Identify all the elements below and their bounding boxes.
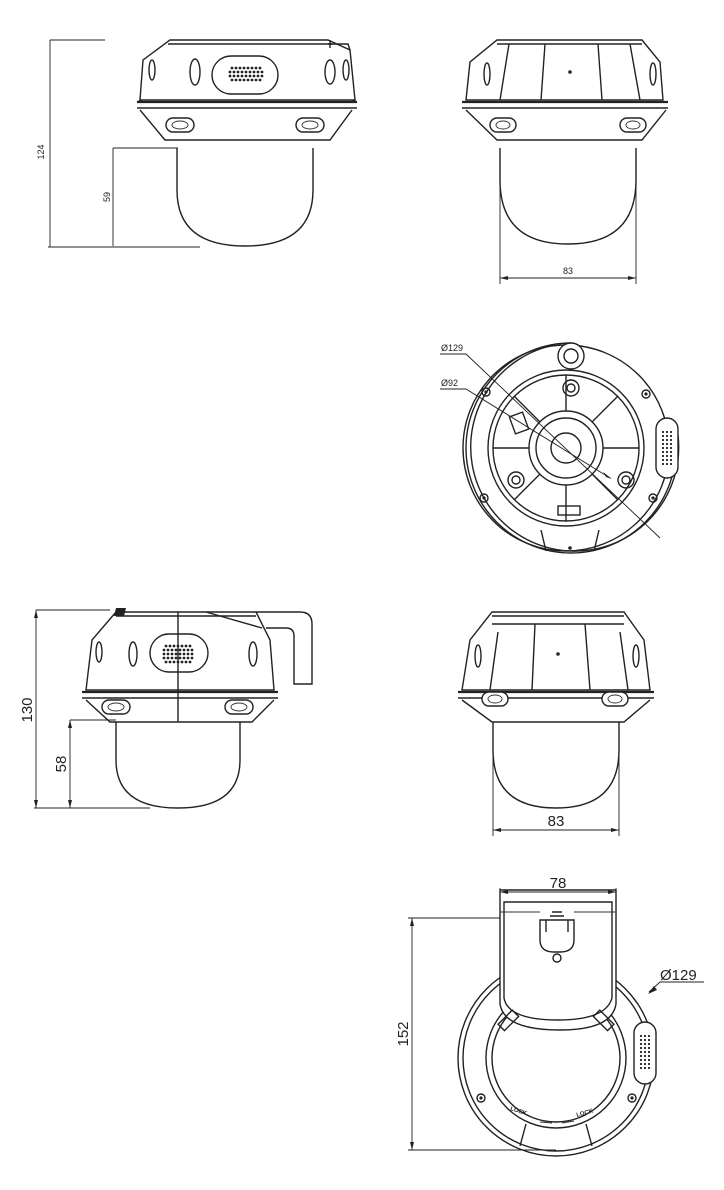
front-view-2: 83 (458, 611, 654, 836)
dim-diameter-outer: Ø129 (441, 343, 463, 353)
dim-height-dome-2: 58 (53, 756, 70, 773)
bracket-view: LOCK LOCK 78 152 Ø129 (395, 875, 704, 1157)
dim-bracket-diameter: Ø129 (660, 967, 697, 984)
engraving-lock-left: LOCK (509, 1106, 528, 1117)
side-view-1: 124 59 (36, 39, 358, 248)
side-view-2: 130 58 (19, 608, 313, 809)
dim-width: 83 (563, 266, 573, 276)
dim-width-2: 83 (548, 813, 565, 830)
bottom-view: Ø129 Ø92 (440, 342, 680, 554)
dim-height-dome: 59 (102, 192, 112, 202)
dim-bracket-width: 78 (550, 875, 567, 892)
front-view-1: 83 (462, 39, 668, 284)
dim-diameter-inner: Ø92 (441, 378, 458, 388)
speaker-grille (211, 55, 279, 95)
dim-height-total: 124 (36, 144, 46, 159)
dim-height-total-2: 130 (19, 697, 36, 722)
engraving-lock-right: LOCK (576, 1108, 595, 1119)
dim-bracket-height: 152 (395, 1021, 412, 1046)
